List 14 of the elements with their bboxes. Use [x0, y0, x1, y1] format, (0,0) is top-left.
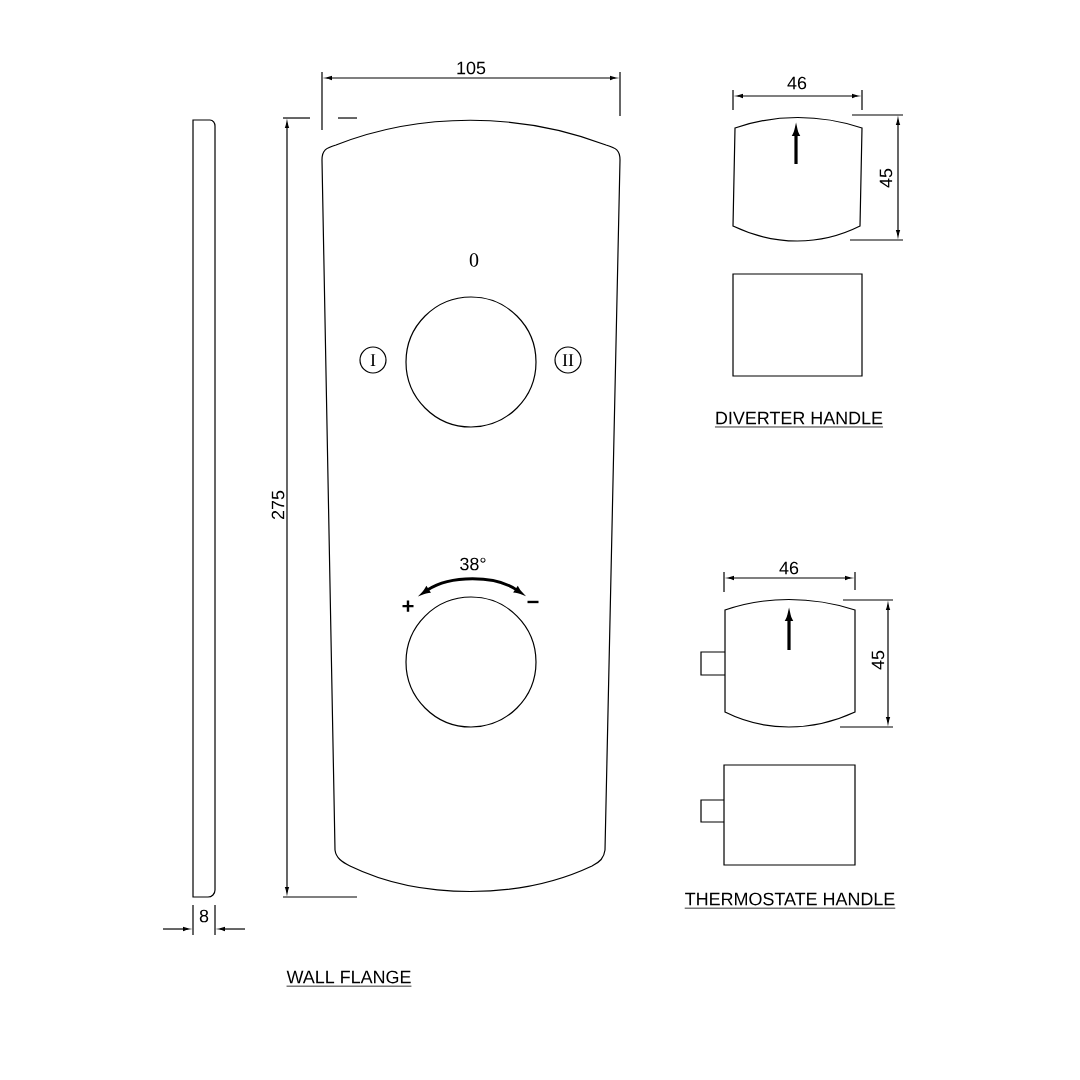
dimension-value: 46 [779, 561, 799, 575]
dimension-value: 8 [199, 909, 209, 923]
view-title: WALL FLANGE [286, 970, 412, 987]
dimension-value: 45 [879, 168, 893, 188]
dimension-value: 46 [787, 76, 807, 90]
dimension-value: 105 [457, 61, 486, 75]
position-mark: 0 [469, 253, 479, 267]
direction-sign: + [402, 600, 414, 612]
view-title: THERMOSTATE HANDLE [684, 892, 896, 909]
dimension-value: 38° [460, 557, 486, 571]
view-title: DIVERTER HANDLE [714, 411, 884, 428]
direction-sign: − [527, 600, 539, 604]
dimension-value: 275 [271, 490, 285, 520]
dimension-value: 45 [871, 650, 885, 670]
